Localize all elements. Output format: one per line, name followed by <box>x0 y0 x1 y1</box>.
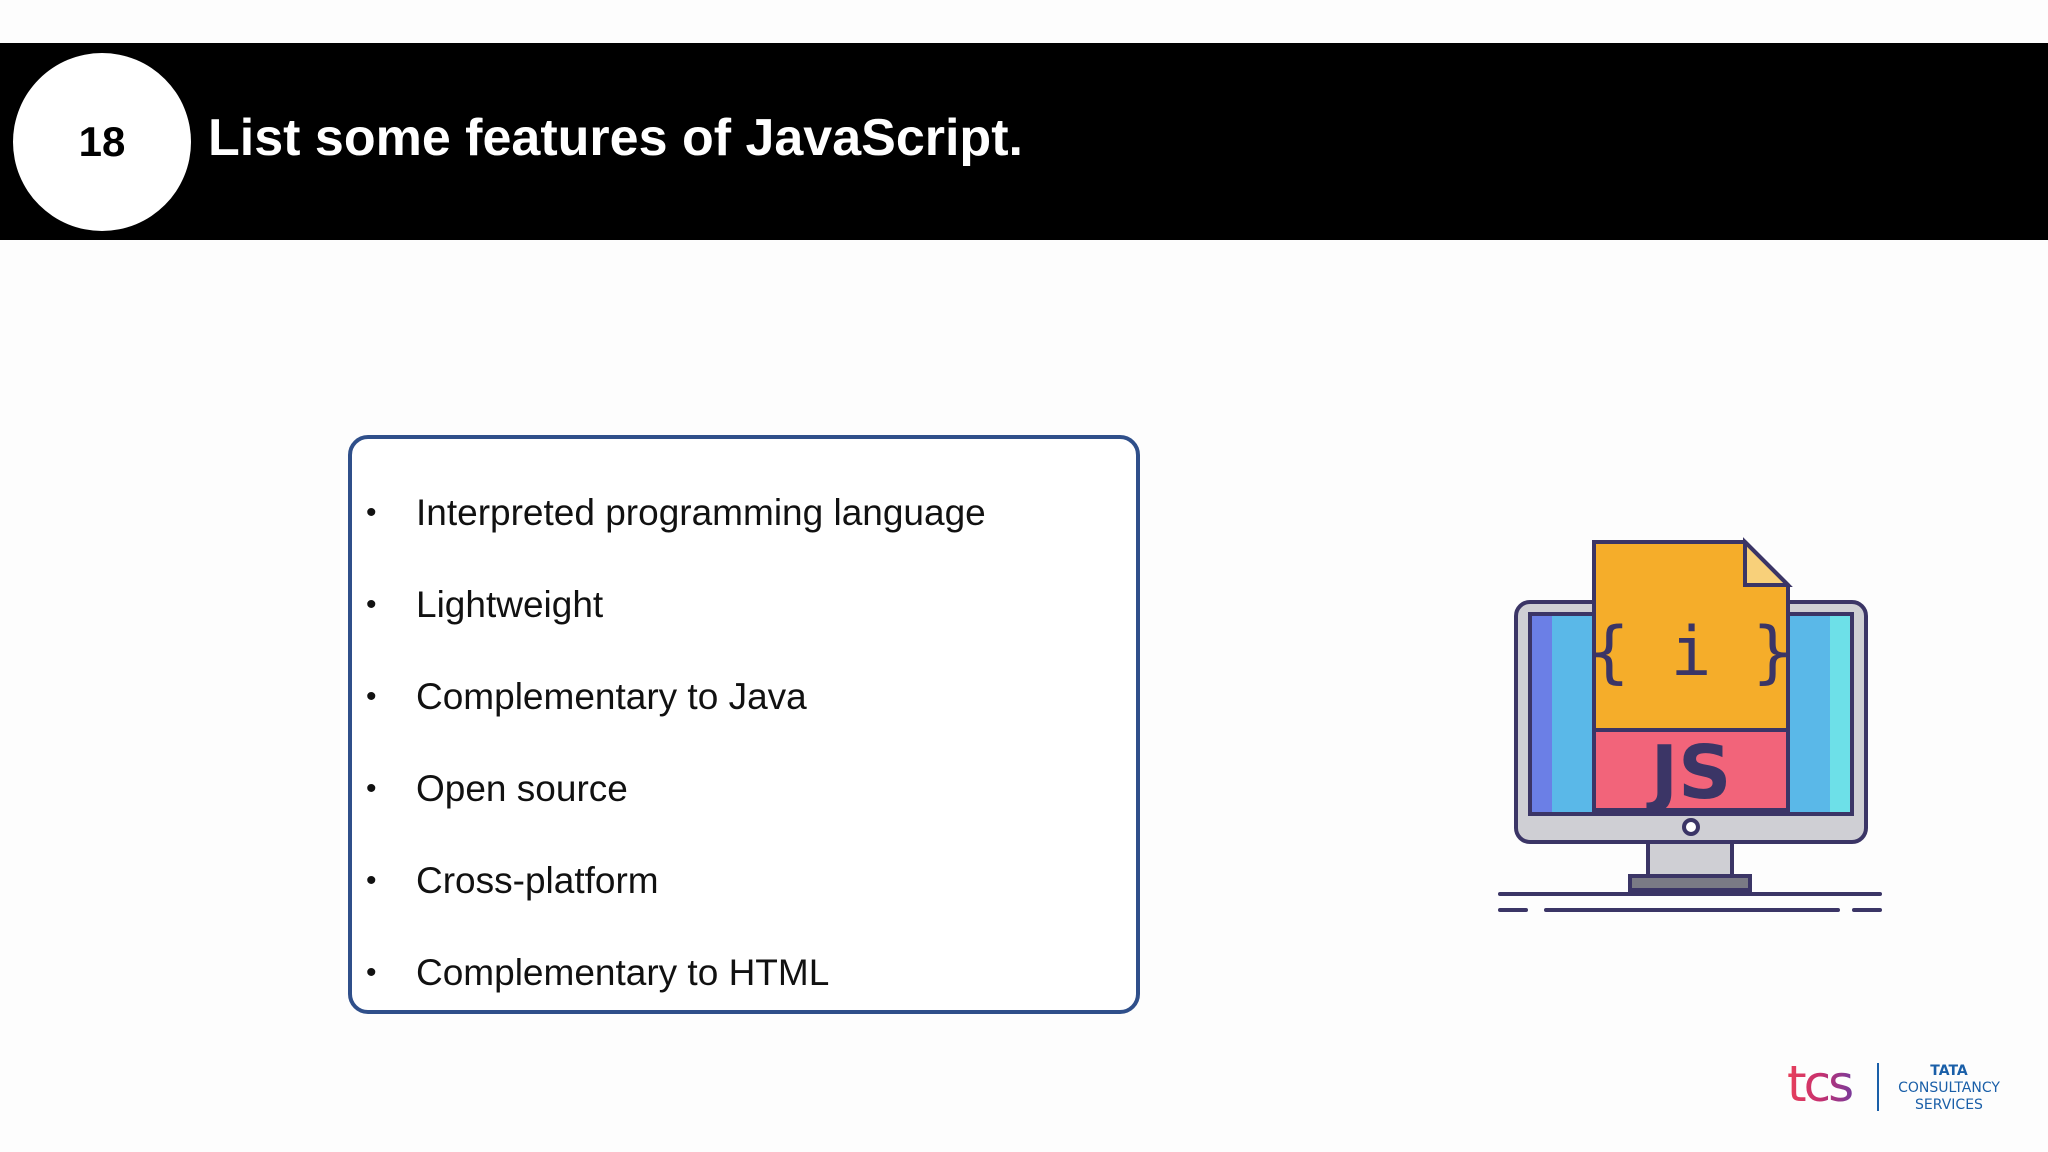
list-item: • Complementary to Java <box>352 651 1136 743</box>
file-symbol: { i } <box>1589 613 1794 692</box>
list-item: • Complementary to HTML <box>352 927 1136 1019</box>
bullet-icon: • <box>366 956 377 989</box>
slide-title: List some features of JavaScript. <box>208 109 1023 167</box>
feature-text: Open source <box>416 768 628 809</box>
feature-text: Lightweight <box>416 584 604 625</box>
js-file-label-band <box>1592 728 1790 812</box>
feature-text: Complementary to HTML <box>416 952 830 993</box>
power-button-icon <box>1682 818 1700 836</box>
file-label: JS <box>1646 730 1732 816</box>
screen-right-edge <box>1830 614 1852 814</box>
bullet-icon: • <box>366 496 377 529</box>
tcs-logo: tcs TATA CONSULTANCY SERVICES <box>1787 1055 2000 1113</box>
bullet-icon: • <box>366 680 377 713</box>
tcs-mark: tcs <box>1787 1055 1852 1113</box>
screen-left-edge <box>1530 614 1552 814</box>
bullet-icon: • <box>366 772 377 805</box>
slide-number-badge: 18 <box>13 53 191 231</box>
logo-line2: CONSULTANCY <box>1898 1080 2000 1096</box>
feature-box: • Interpreted programming language • Lig… <box>348 435 1140 1014</box>
header-bar <box>0 43 2048 240</box>
feature-text: Interpreted programming language <box>416 492 986 533</box>
list-item: • Interpreted programming language <box>352 467 1136 559</box>
feature-list: • Interpreted programming language • Lig… <box>352 467 1136 1019</box>
list-item: • Cross-platform <box>352 835 1136 927</box>
logo-line3: SERVICES <box>1915 1097 1983 1113</box>
feature-text: Complementary to Java <box>416 676 807 717</box>
monitor-base <box>1628 874 1752 892</box>
monitor-stand <box>1646 840 1734 880</box>
feature-text: Cross-platform <box>416 860 659 901</box>
bullet-icon: • <box>366 588 377 621</box>
slide-number: 18 <box>78 118 126 165</box>
list-item: • Lightweight <box>352 559 1136 651</box>
bullet-icon: • <box>366 864 377 897</box>
list-item: • Open source <box>352 743 1136 835</box>
logo-line1: TATA <box>1930 1063 1968 1079</box>
monitor-js-file-icon: { i } JS <box>1498 537 1882 912</box>
file-corner-fold <box>1743 537 1793 587</box>
